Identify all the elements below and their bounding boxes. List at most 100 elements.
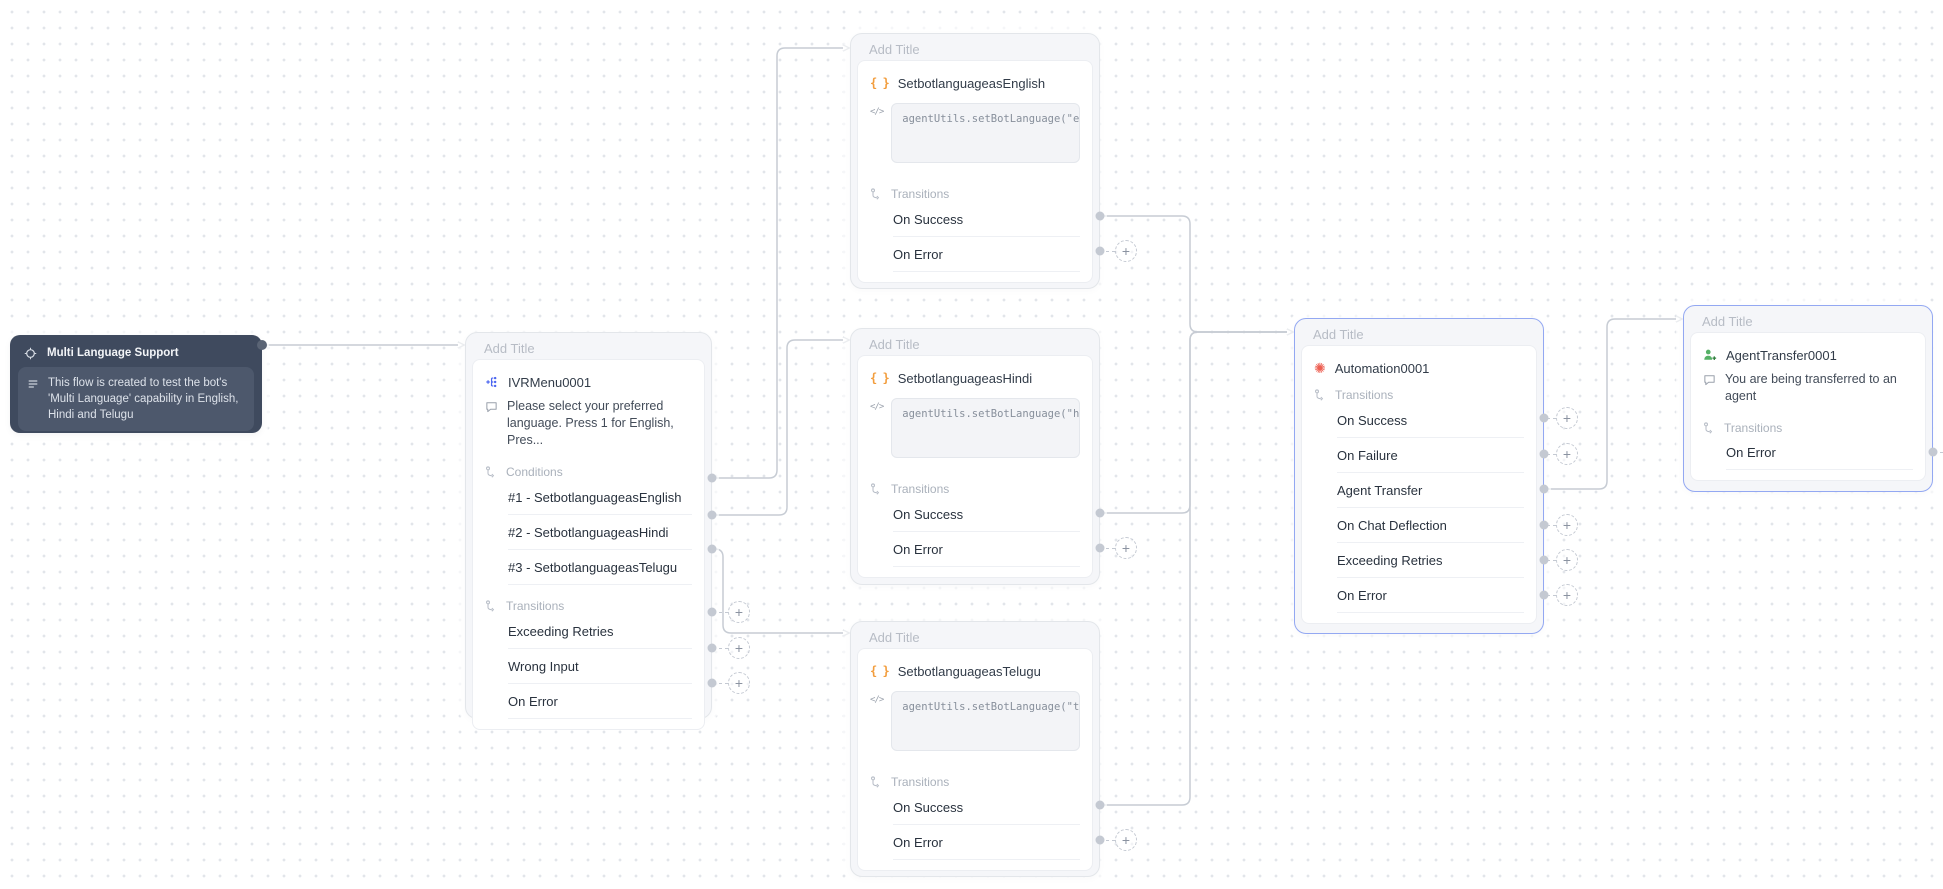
output-port-agent-on-error[interactable]: [1928, 447, 1938, 457]
transitions-label: Transitions: [1335, 387, 1394, 402]
transition-agent-transfer[interactable]: Agent Transfer: [1337, 473, 1524, 508]
transition-on-error[interactable]: On Error: [893, 237, 1080, 272]
output-port-start[interactable]: [257, 340, 267, 350]
transition-on-success[interactable]: On Success: [1337, 403, 1524, 438]
output-port-condition-english[interactable]: [707, 473, 717, 483]
transitions-label: Transitions: [1724, 420, 1783, 435]
add-transition-button-automation-on-chat-deflection[interactable]: +: [1547, 514, 1578, 536]
transitions-label: Transitions: [891, 481, 950, 496]
output-port-hindi-on-error[interactable]: [1095, 543, 1105, 553]
branch-icon: [1315, 388, 1324, 401]
condition-row-english[interactable]: #1 - SetbotlanguageasEnglish: [508, 480, 692, 515]
output-port-automation-on-chat-deflection[interactable]: [1539, 520, 1549, 530]
flow-start-icon: [24, 347, 37, 359]
automation-icon: ✺: [1314, 360, 1326, 376]
transition-on-error[interactable]: On Error: [1726, 436, 1913, 470]
conditions-label: Conditions: [506, 464, 563, 479]
add-transition-button-exceeding-retries[interactable]: +: [719, 601, 750, 623]
output-port-telugu-on-success[interactable]: [1095, 800, 1105, 810]
transition-on-chat-deflection[interactable]: On Chat Deflection: [1337, 508, 1524, 543]
node-agent-transfer[interactable]: Add Title AgentTransfer0001 You are bein…: [1683, 305, 1933, 492]
transition-on-success[interactable]: On Success: [893, 497, 1080, 532]
node-title-placeholder[interactable]: Add Title: [869, 41, 920, 57]
entity-name: IVRMenu0001: [508, 374, 592, 390]
node-ivr-menu[interactable]: Add Title IVRMenu0001 Please select your…: [465, 332, 712, 730]
node-title-placeholder[interactable]: Add Title: [1702, 313, 1753, 329]
entity-name: SetbotlanguageasHindi: [897, 370, 1033, 386]
node-title-placeholder[interactable]: Add Title: [1313, 326, 1364, 342]
code-icon: </>: [870, 107, 884, 117]
start-node-title: Multi Language Support: [47, 347, 179, 359]
ivr-prompt-message: Please select your preferred language. P…: [507, 399, 674, 447]
transition-on-success[interactable]: On Success: [893, 790, 1080, 825]
transitions-label: Transitions: [891, 774, 950, 789]
code-editor[interactable]: agentUtils.setBotLanguage("te"): [891, 691, 1080, 751]
add-transition-button-hindi-on-error[interactable]: +: [1106, 537, 1137, 559]
agent-transfer-message: You are being transferred to an agent: [1725, 372, 1897, 403]
node-set-language-english[interactable]: Add Title { } SetbotlanguageasEnglish </…: [850, 33, 1100, 289]
node-title-placeholder[interactable]: Add Title: [484, 340, 535, 356]
code-editor[interactable]: agentUtils.setBotLanguage("en");: [891, 103, 1080, 163]
condition-row-hindi[interactable]: #2 - SetbotlanguageasHindi: [508, 515, 692, 550]
output-port-english-on-error[interactable]: [1095, 246, 1105, 256]
output-port-condition-telugu[interactable]: [707, 544, 717, 554]
branch-icon: [486, 599, 495, 612]
entity-name: SetbotlanguageasTelugu: [897, 663, 1041, 679]
edge-condition2-to-hindi: [712, 336, 851, 516]
agent-transfer-icon: [1704, 349, 1717, 360]
chat-bubble-icon: [1704, 375, 1715, 386]
output-port-automation-exceeding-retries[interactable]: [1539, 555, 1549, 565]
braces-icon: { }: [870, 76, 890, 90]
transition-on-error[interactable]: On Error: [1337, 578, 1524, 613]
node-set-language-telugu[interactable]: Add Title { } SetbotlanguageasTelugu </>…: [850, 621, 1100, 877]
output-port-exceeding-retries[interactable]: [707, 607, 717, 617]
add-transition-button-on-error[interactable]: +: [719, 672, 750, 694]
start-node-description-box[interactable]: This flow is created to test the bot's '…: [18, 367, 254, 431]
code-editor[interactable]: agentUtils.setBotLanguage("hi"): [891, 398, 1080, 458]
transitions-label: Transitions: [891, 186, 950, 201]
start-node-description: This flow is created to test the bot's '…: [48, 377, 239, 421]
entity-name: Automation0001: [1334, 360, 1430, 376]
output-port-wrong-input[interactable]: [707, 643, 717, 653]
output-port-automation-agent-transfer[interactable]: [1539, 484, 1549, 494]
node-title-placeholder[interactable]: Add Title: [869, 336, 920, 352]
node-title-placeholder[interactable]: Add Title: [869, 629, 920, 645]
transition-on-success[interactable]: On Success: [893, 202, 1080, 237]
transition-exceeding-retries[interactable]: Exceeding Retries: [1337, 543, 1524, 578]
add-transition-button-wrong-input[interactable]: +: [719, 637, 750, 659]
add-transition-button-automation-exceeding-retries[interactable]: +: [1547, 549, 1578, 571]
branch-icon: [871, 482, 880, 495]
output-port-on-error[interactable]: [707, 678, 717, 688]
transition-on-error[interactable]: On Error: [508, 684, 692, 719]
code-icon: </>: [870, 402, 884, 412]
edge-condition1-to-english: [712, 44, 851, 479]
transition-on-error[interactable]: On Error: [893, 532, 1080, 567]
add-transition-button-automation-on-failure[interactable]: +: [1547, 443, 1578, 465]
entity-name: AgentTransfer0001: [1726, 347, 1837, 363]
output-port-hindi-on-success[interactable]: [1095, 508, 1105, 518]
branch-icon: [1704, 421, 1713, 434]
output-port-telugu-on-error[interactable]: [1095, 835, 1105, 845]
output-port-automation-on-error[interactable]: [1539, 590, 1549, 600]
transition-on-error[interactable]: On Error: [893, 825, 1080, 860]
branch-icon: [871, 775, 880, 788]
branch-icon: [486, 465, 495, 478]
output-port-english-on-success[interactable]: [1095, 211, 1105, 221]
node-set-language-hindi[interactable]: Add Title { } SetbotlanguageasHindi </> …: [850, 328, 1100, 585]
add-transition-button-automation-on-success[interactable]: +: [1547, 407, 1578, 429]
transition-exceeding-retries[interactable]: Exceeding Retries: [508, 614, 692, 649]
transition-wrong-input[interactable]: Wrong Input: [508, 649, 692, 684]
node-automation[interactable]: Add Title ✺ Automation0001 Transitions O…: [1294, 318, 1544, 634]
transitions-label: Transitions: [506, 598, 565, 613]
add-transition-button-automation-on-error[interactable]: +: [1547, 584, 1578, 606]
chat-bubble-icon: [486, 402, 497, 413]
edge-english-success-to-automation: [1100, 215, 1295, 336]
node-start-multi-language-support[interactable]: Multi Language Support This flow is crea…: [10, 335, 262, 433]
transition-on-failure[interactable]: On Failure: [1337, 438, 1524, 473]
output-port-condition-hindi[interactable]: [707, 510, 717, 520]
code-icon: </>: [870, 695, 884, 705]
condition-row-telugu[interactable]: #3 - SetbotlanguageasTelugu: [508, 550, 692, 585]
add-transition-button-english-on-error[interactable]: +: [1106, 240, 1137, 262]
add-transition-button-telugu-on-error[interactable]: +: [1106, 829, 1137, 851]
